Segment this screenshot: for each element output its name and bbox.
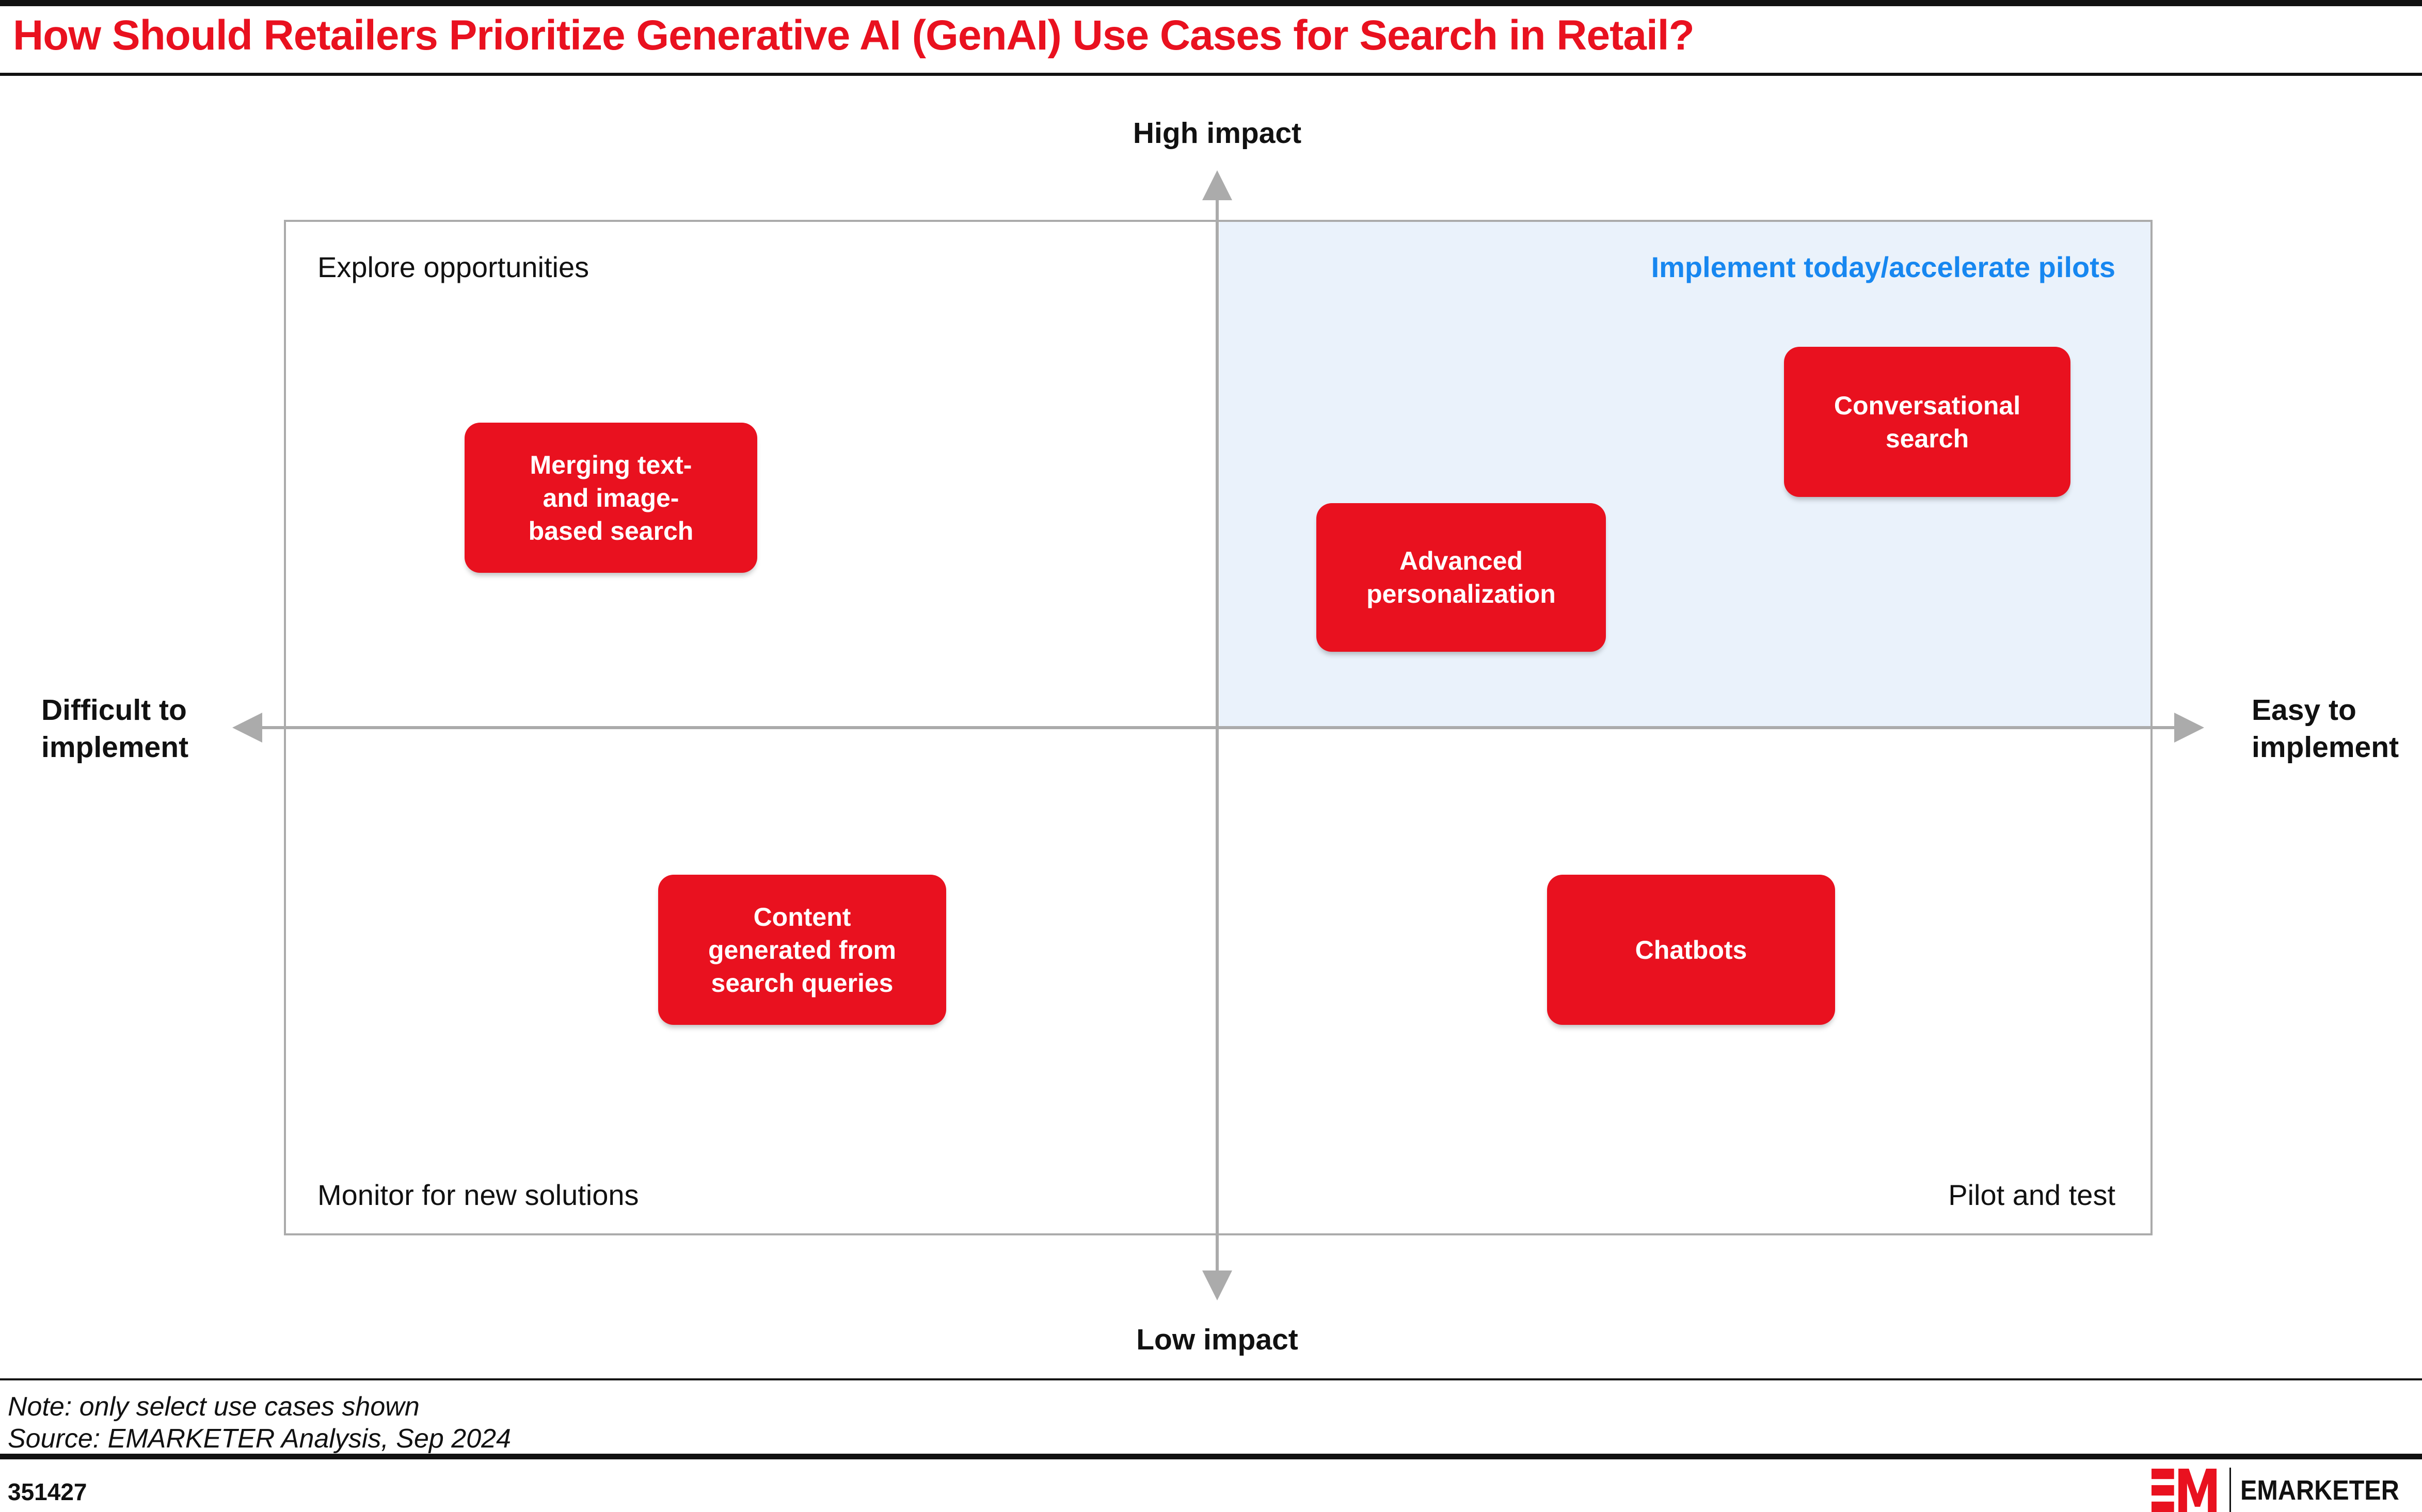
- axis-label-low-impact: Low impact: [1136, 1323, 1298, 1356]
- quadrant-label-monitor-new-solutions: Monitor for new solutions: [317, 1179, 639, 1211]
- quadrant-label-explore-opportunities: Explore opportunities: [317, 251, 589, 283]
- chart-note: Note: only select use cases shown: [8, 1392, 420, 1422]
- use-case-box-advanced-personalization: Advanced personalization: [1316, 503, 1606, 652]
- use-case-box-content-from-search-queries: Content generated from search queries: [658, 875, 946, 1025]
- emarketer-em-logo-icon: [2151, 1469, 2217, 1512]
- vertical-axis-line: [1216, 192, 1219, 1275]
- top-border-bar: [0, 0, 2422, 6]
- brand-wordmark: EMARKETER: [2240, 1475, 2399, 1506]
- arrow-left-icon: [232, 713, 262, 743]
- chart-id: 351427: [8, 1478, 87, 1505]
- horizontal-axis-line: [261, 726, 2174, 729]
- chart-source: Source: EMARKETER Analysis, Sep 2024: [8, 1424, 511, 1454]
- arrow-down-icon: [1202, 1270, 1232, 1300]
- axis-label-difficult-to-implement: Difficult to implement: [41, 694, 189, 764]
- title-divider: [0, 73, 2422, 76]
- arrow-up-icon: [1202, 170, 1232, 200]
- page-title: How Should Retailers Prioritize Generati…: [13, 12, 1695, 59]
- brand-logo: EMARKETER: [2148, 1467, 2417, 1512]
- quadrant-label-implement-today: Implement today/accelerate pilots: [1651, 251, 2115, 283]
- quadrant-label-pilot-and-test: Pilot and test: [1948, 1179, 2115, 1211]
- axis-label-easy-to-implement: Easy to implement: [2252, 694, 2399, 764]
- logo-divider: [2229, 1468, 2231, 1512]
- use-case-box-merging-text-image-search: Merging text- and image- based search: [465, 423, 757, 573]
- note-divider: [0, 1378, 2422, 1380]
- use-case-box-chatbots: Chatbots: [1547, 875, 1835, 1025]
- arrow-right-icon: [2174, 713, 2204, 743]
- footer-divider: [0, 1454, 2422, 1459]
- axis-label-high-impact: High impact: [1133, 117, 1302, 150]
- use-case-box-conversational-search: Conversational search: [1784, 347, 2070, 497]
